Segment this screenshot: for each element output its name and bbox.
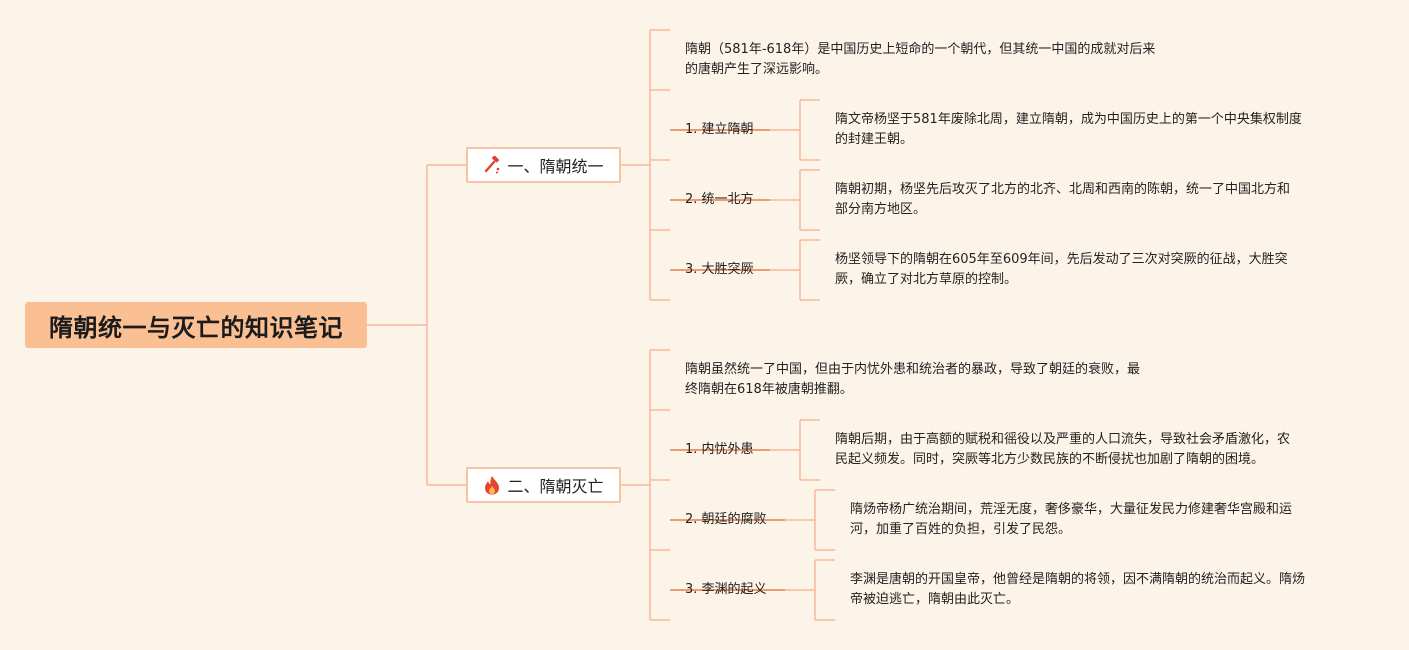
detail-corruption: 隋炀帝杨广统治期间，荒淫无度，奢侈豪华，大量征发民力修建奢华宫殿和运 河，加重了…: [850, 502, 1293, 537]
branch-label: 一、隋朝统一: [507, 157, 604, 176]
subtopic-corruption[interactable]: 2. 朝廷的腐败: [685, 512, 767, 527]
fire-icon: [483, 475, 501, 495]
intro-unification: 隋朝（581年-618年）是中国历史上短命的一个朝代，但其统一中国的成就对后来 …: [685, 42, 1156, 77]
detail-defeat-turks: 杨坚领导下的隋朝在605年至609年间，先后发动了三次对突厥的征战，大胜突 厥，…: [835, 252, 1288, 287]
subtopic-unify-north[interactable]: 2. 统一北方: [685, 192, 754, 207]
subtopic-troubles[interactable]: 1. 内忧外患: [685, 442, 754, 457]
detail-unify-north: 隋朝初期，杨坚先后攻灭了北方的北齐、北周和西南的陈朝，统一了中国北方和 部分南方…: [835, 182, 1291, 217]
branch-fall[interactable]: 二、隋朝灭亡: [466, 467, 621, 503]
detail-li-yuan-uprising: 李渊是唐朝的开国皇帝，他曾经是隋朝的将领，因不满隋朝的统治而起义。隋炀 帝被迫逃…: [850, 572, 1306, 607]
intro-fall: 隋朝虽然统一了中国，但由于内忧外患和统治者的暴政，导致了朝廷的衰败，最 终隋朝在…: [685, 362, 1141, 397]
subtopic-establish[interactable]: 1. 建立隋朝: [685, 122, 754, 137]
root-title[interactable]: 隋朝统一与灭亡的知识笔记: [25, 302, 367, 348]
branch-unification[interactable]: 一、隋朝统一: [466, 147, 621, 183]
detail-troubles: 隋朝后期，由于高额的赋税和徭役以及严重的人口流失，导致社会矛盾激化，农 民起义频…: [835, 432, 1291, 467]
subtopic-li-yuan-uprising[interactable]: 3. 李渊的起义: [685, 582, 767, 597]
hammer-icon: [483, 156, 501, 174]
subtopic-defeat-turks[interactable]: 3. 大胜突厥: [685, 262, 754, 277]
branch-label: 二、隋朝灭亡: [507, 477, 604, 496]
detail-establish: 隋文帝杨坚于581年废除北周，建立隋朝，成为中国历史上的第一个中央集权制度 的封…: [835, 112, 1302, 147]
